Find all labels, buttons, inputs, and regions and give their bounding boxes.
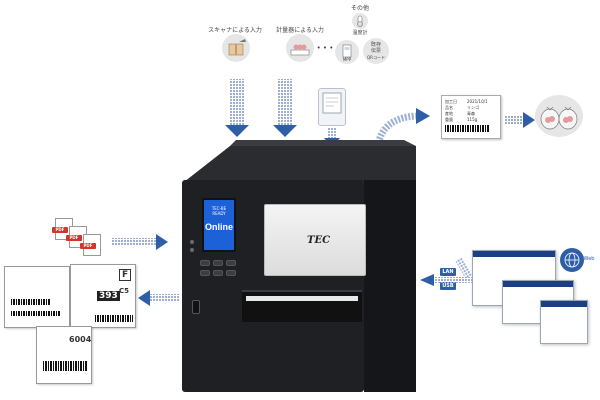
- scale-label: 計量器による入力: [276, 27, 324, 34]
- scale-icon: [286, 34, 314, 62]
- settings-screen: [540, 300, 588, 344]
- lan-tag: LAN: [440, 268, 456, 276]
- mpp-label: MPP: [342, 57, 352, 62]
- pdf-file-icon: PDF: [80, 234, 101, 256]
- globe-icon: [560, 248, 584, 272]
- power-switch[interactable]: [192, 300, 200, 314]
- qr-code-label: QRコード: [367, 55, 385, 60]
- key-button[interactable]: [200, 260, 210, 266]
- network-left-arrow: [420, 258, 474, 286]
- key-button[interactable]: [200, 270, 210, 276]
- scanner-label: スキャナによる入力: [208, 27, 262, 34]
- mpp-icon: [335, 40, 359, 64]
- label-barcode: [43, 361, 87, 371]
- pdf-files: PDF PDF PDF: [52, 218, 107, 258]
- lcd-title: TEC-BE: [211, 206, 227, 211]
- key-button[interactable]: [213, 260, 223, 266]
- input-sources: その他 温度計 スキャナによる入力 計量器による入力 • • • MPP 既存 …: [200, 0, 410, 80]
- key-button[interactable]: [226, 260, 236, 266]
- key-button[interactable]: [226, 270, 236, 276]
- label-barcode: [11, 299, 51, 305]
- right-arrow-to-bags: [505, 112, 535, 128]
- label-outlet: [242, 290, 362, 322]
- pdf-file-icon: PDF: [52, 218, 73, 240]
- ellipsis: • • •: [316, 44, 334, 52]
- key-button[interactable]: [213, 270, 223, 276]
- down-arrows: [225, 79, 297, 137]
- shipping-label: 6004: [36, 326, 92, 384]
- printer-side: [364, 180, 416, 392]
- shipping-label: [4, 266, 70, 328]
- qr-code-icon: [363, 38, 389, 64]
- label-row: 産地青森: [445, 111, 475, 116]
- status-led: [190, 248, 194, 252]
- other-label: その他: [350, 5, 369, 12]
- scanner-icon: [222, 34, 250, 62]
- label-barcode: [95, 315, 133, 322]
- label-code-c5: C5: [119, 287, 130, 295]
- shipping-label: F 393 C5: [70, 264, 136, 328]
- lcd-status: Online: [204, 222, 233, 232]
- labels-left-arrow: [138, 290, 180, 306]
- thermometer-label: 温度計: [352, 30, 368, 36]
- web-label: Web: [583, 256, 595, 262]
- lcd-sub: READY: [212, 211, 226, 216]
- document-label: 既存 伝票: [370, 42, 381, 54]
- media-window: TEC: [264, 204, 366, 276]
- thermometer-icon: [352, 13, 368, 29]
- label-code-393: 393: [97, 291, 120, 301]
- pdf-right-arrow: [112, 234, 168, 250]
- usb-tag: USB: [440, 282, 456, 290]
- label-barcode: [11, 311, 61, 316]
- produce-bags-icon: [535, 95, 583, 137]
- label-barcode: [445, 125, 489, 132]
- label-code-f: F: [119, 269, 132, 281]
- status-led: [190, 240, 194, 244]
- lcd-screen: TEC-BE READY Online: [202, 198, 236, 252]
- label-big-number: 6004: [69, 335, 92, 344]
- label-row: 品名リンゴ: [445, 105, 479, 110]
- printer-top: [184, 140, 416, 182]
- handheld-device: [318, 88, 346, 126]
- paper-strip: [246, 296, 358, 301]
- brand-logo: TEC: [307, 235, 331, 246]
- printer: TEC-BE READY Online TEC: [176, 140, 416, 392]
